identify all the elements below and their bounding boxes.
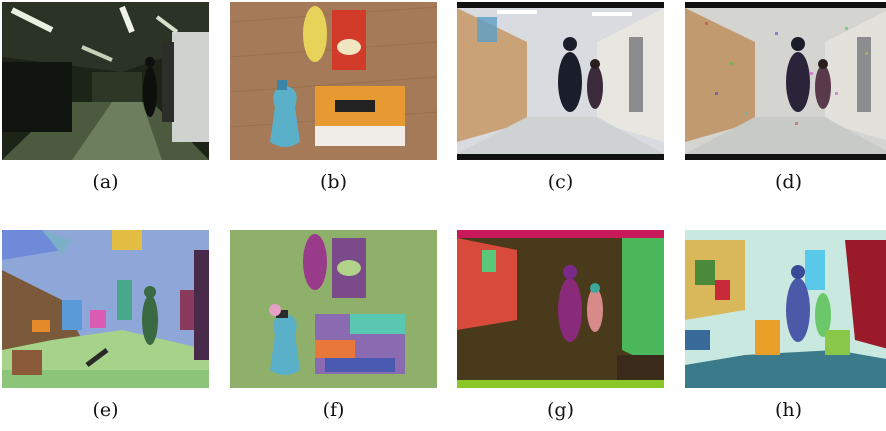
noisy-hallway-photo (685, 2, 886, 160)
panel-g-image (457, 230, 664, 388)
caption-g: (g) (547, 399, 574, 421)
segmentation-f (230, 230, 437, 388)
segmentation-h (685, 230, 886, 388)
panel-c-image (457, 2, 664, 160)
panel-h-image (685, 230, 886, 388)
dark-hallway-photo (2, 2, 209, 160)
segmentation-g (457, 230, 664, 388)
caption-h: (h) (774, 399, 803, 421)
panel-a-image (2, 2, 209, 160)
caption-c: (c) (547, 171, 574, 193)
panel-f-image (230, 230, 437, 388)
caption-b: (b) (320, 171, 347, 193)
caption-d: (d) (775, 171, 802, 193)
panel-b-image (230, 2, 437, 160)
segmentation-e (2, 230, 209, 388)
hallway-people-photo (457, 2, 664, 160)
caption-f: (f) (322, 399, 345, 421)
panel-d-image (685, 2, 886, 160)
caption-e: (e) (92, 399, 119, 421)
table-objects-photo (230, 2, 437, 160)
panel-e-image (2, 230, 209, 388)
caption-a: (a) (92, 171, 119, 193)
